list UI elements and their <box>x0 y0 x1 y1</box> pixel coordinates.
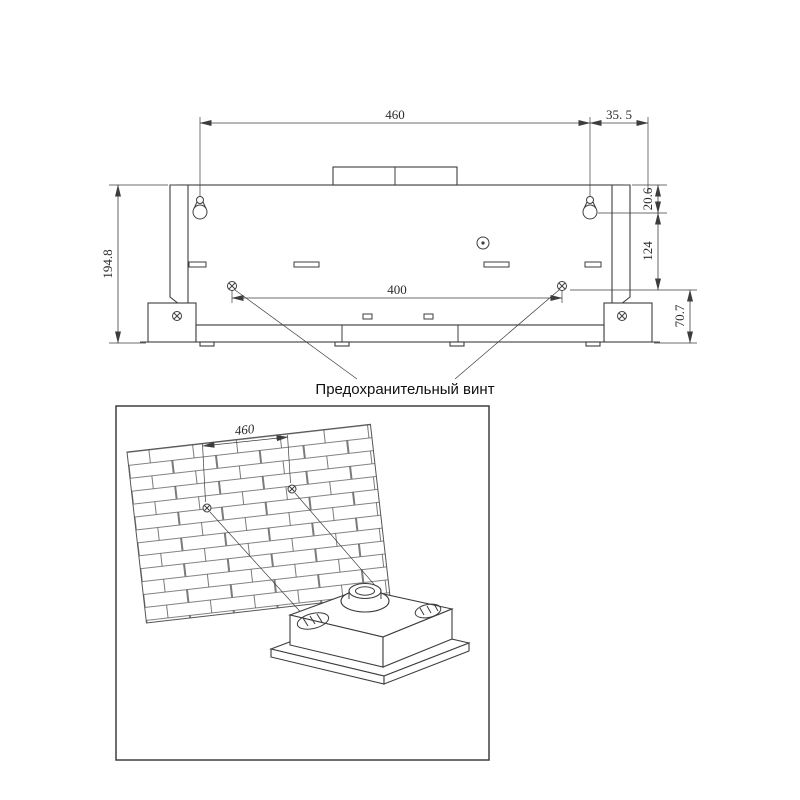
screw-guide-line-left <box>209 511 316 629</box>
dim-text-194-8: 194.8 <box>100 249 115 278</box>
strip-tab-2 <box>334 341 350 347</box>
safety-screw-left <box>227 281 237 291</box>
vent-slot-2 <box>293 261 320 268</box>
leader-line-left <box>234 289 358 380</box>
hood-body <box>140 166 660 347</box>
bottom-foot-right <box>603 302 653 343</box>
bottom-foot-left <box>147 302 197 343</box>
hood-duct-collar <box>340 582 390 613</box>
hood-base-flange-side <box>383 642 470 685</box>
wall-screw-left <box>202 503 212 513</box>
dim-text-wall-460: 460 <box>234 421 256 438</box>
vent-slot-3 <box>483 261 510 268</box>
panel-screw <box>476 236 490 250</box>
strip-tab-3 <box>449 341 465 347</box>
strip-tab-4 <box>585 341 601 347</box>
dim-text-400: 400 <box>387 282 407 297</box>
dim-offset-top-right: 35. 5 <box>589 107 649 192</box>
bottom-strip <box>195 324 605 343</box>
safety-screw-right <box>557 281 567 291</box>
vent-slot-4 <box>584 261 602 268</box>
hood-corner-vent-right <box>414 603 442 619</box>
safety-screw-label: Предохранительный винт <box>315 381 494 398</box>
dim-text-124: 124 <box>640 241 655 261</box>
dim-mount-hole-spacing: 460 <box>199 107 591 196</box>
hood-side-face <box>382 608 453 668</box>
dim-text-460: 460 <box>385 107 405 122</box>
dim-hole-to-screw: 124 <box>570 212 697 291</box>
safety-screw-callout: Предохранительный винт <box>234 289 560 398</box>
hood-isometric <box>269 582 471 685</box>
wall-screw-right <box>287 484 297 494</box>
dim-total-height: 194.8 <box>100 184 168 344</box>
mounting-keyhole-left <box>192 196 208 220</box>
side-bracket-right <box>611 184 631 313</box>
mounting-keyhole-right <box>582 196 598 220</box>
dim-text-70-7: 70.7 <box>672 304 687 327</box>
strip-tab-1 <box>199 341 215 347</box>
leader-line-right <box>454 289 560 380</box>
wall-mount-illustration: 460 <box>115 405 490 761</box>
dim-text-35-5: 35. 5 <box>606 107 632 122</box>
hood-corner-vent-left <box>296 612 330 630</box>
vent-slot-1 <box>188 261 207 268</box>
dim-wall-screw-spacing: 460 <box>202 421 291 503</box>
side-bracket-left <box>169 184 189 313</box>
dim-safety-screw-spacing: 400 <box>231 282 563 303</box>
panel-hole-1 <box>362 313 373 320</box>
panel-hole-2 <box>423 313 434 320</box>
foot-screw-left <box>172 311 182 321</box>
front-view-drawing: Предохранительный винт 460 35. 5 20.6 12… <box>100 107 697 398</box>
foot-screw-right <box>617 311 627 321</box>
dim-bottom-section-height: 70.7 <box>654 289 697 344</box>
hood-front-panel <box>177 184 623 326</box>
dim-text-20-6: 20.6 <box>640 187 655 210</box>
